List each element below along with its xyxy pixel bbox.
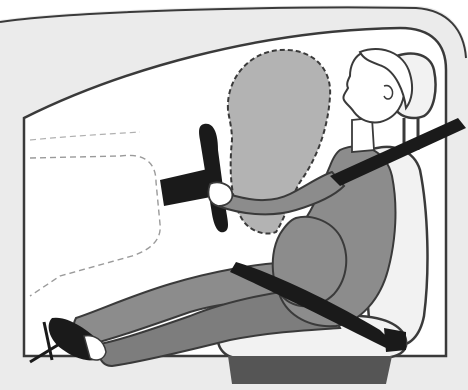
seat-base	[228, 356, 392, 384]
driver-hand	[208, 182, 232, 206]
belt-buckle	[384, 328, 406, 352]
